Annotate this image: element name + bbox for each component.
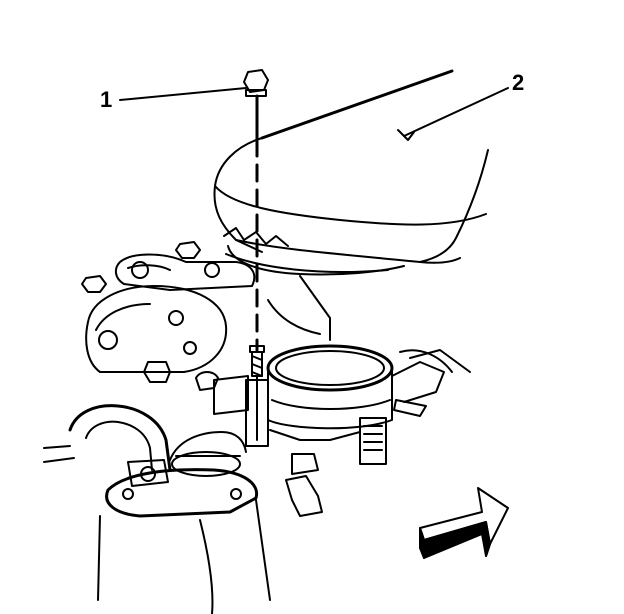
arrow-front-icon (419, 487, 509, 559)
air-intake-duct (213, 69, 489, 276)
throttle-body-assembly (43, 241, 471, 614)
bolt-with-guide (243, 69, 269, 447)
leader-line-2 (403, 87, 509, 137)
leader-line-1 (119, 87, 247, 101)
callout-label-2: 2 (512, 70, 525, 95)
callout-label-1: 1 (100, 87, 113, 112)
